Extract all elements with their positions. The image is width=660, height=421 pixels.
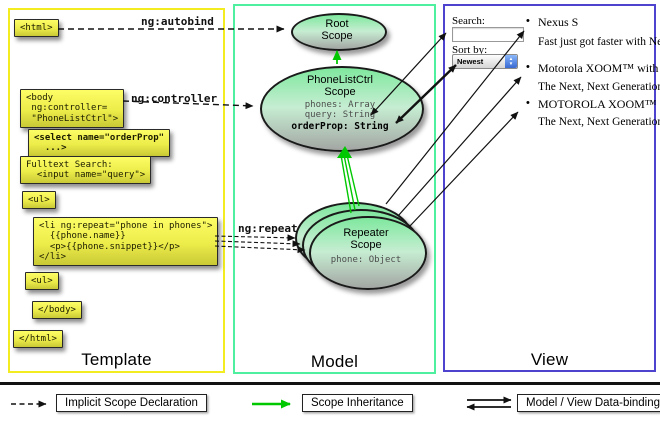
legend-databinding: Model / View Data-binding xyxy=(517,394,660,412)
search-input[interactable] xyxy=(452,27,524,42)
bullet-icon: • xyxy=(526,97,530,109)
repeater-scope-node-front xyxy=(309,216,427,290)
code-box-body-close: </body> xyxy=(32,301,82,319)
template-column-label: Template xyxy=(81,350,152,369)
sort-dropdown-value: Newest xyxy=(457,57,484,66)
code-box-ul-2: <ul> xyxy=(25,272,59,290)
ng-repeat-label: ng:repeat xyxy=(238,222,298,235)
code-box-html-open: <html> xyxy=(14,19,59,37)
repeater-scope-title: Repeater Scope xyxy=(343,227,389,251)
search-label: Search: xyxy=(452,15,485,27)
code-box-select: <select name="orderProp" ...> xyxy=(28,129,171,157)
phone-item-desc: The Next, Next Generation tablet. xyxy=(538,116,660,128)
sort-dropdown[interactable]: Newest ▲▼ xyxy=(452,54,518,69)
ng-autobind-label: ng:autobind xyxy=(141,15,214,28)
dropdown-stepper-icon[interactable]: ▲▼ xyxy=(505,55,517,68)
phonelistctrl-scope-orderprop: orderProp: String xyxy=(291,121,389,132)
phonelistctrl-scope-title: PhoneListCtrl Scope xyxy=(306,74,374,98)
code-box-html-close: </html> xyxy=(13,330,63,348)
phone-item-title: MOTOROLA XOOM™ xyxy=(538,97,657,111)
model-column xyxy=(233,4,436,374)
repeater-scope-prop: phone: Object xyxy=(330,255,402,265)
code-box-fulltext: Fulltext Search: <input name="query"> xyxy=(20,156,152,184)
phone-item-title: Nexus S xyxy=(538,15,579,29)
phonelistctrl-scope-props: phones: Array query: String xyxy=(304,100,376,120)
bullet-icon: • xyxy=(526,15,530,27)
code-box-ul-1: <ul> xyxy=(22,191,56,209)
root-scope-title: Root Scope xyxy=(321,18,353,42)
legend-divider xyxy=(0,382,660,385)
view-column-label: View xyxy=(530,350,569,369)
legend-scope-inheritance: Scope Inheritance xyxy=(302,394,413,412)
ng-controller-label: ng:controller xyxy=(131,92,218,105)
legend-implicit-scope: Implicit Scope Declaration xyxy=(56,394,207,412)
code-box-li-repeat: <li ng:repeat="phone in phones"> {{phone… xyxy=(33,217,219,266)
phone-item-desc: Fast just got faster with Nexus S. xyxy=(538,36,660,48)
model-column-label: Model xyxy=(310,352,359,371)
code-box-body-open: <body ng:controller= "PhoneListCtrl"> xyxy=(20,89,125,128)
phone-item-desc: The Next, Next Generation tablet. xyxy=(538,81,660,93)
phone-item-title: Motorola XOOM™ with Wi-Fi xyxy=(538,61,660,75)
bullet-icon: • xyxy=(526,61,530,73)
